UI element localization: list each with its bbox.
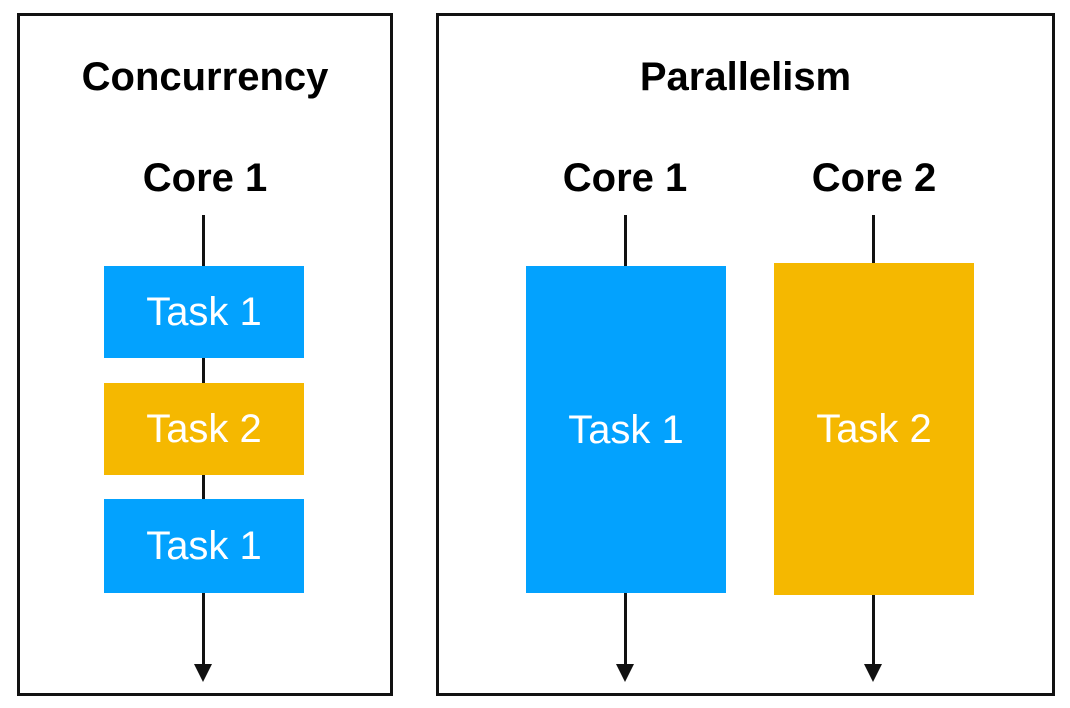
- parallelism-core-1-label: Core 1: [562, 156, 688, 200]
- concurrency-task-1a: Task 1: [104, 266, 304, 358]
- concurrency-task-1b: Task 1: [104, 499, 304, 593]
- concurrency-core-1-label: Core 1: [142, 156, 268, 200]
- parallelism-core-2-arrowhead: [864, 664, 882, 682]
- parallelism-title: Parallelism: [639, 55, 852, 99]
- concurrency-timeline-arrowhead: [194, 664, 212, 682]
- parallelism-core-2-task: Task 2: [774, 263, 974, 595]
- concurrency-title: Concurrency: [81, 55, 329, 99]
- task-label: Task 1: [146, 290, 262, 334]
- parallelism-core-1-arrowhead: [616, 664, 634, 682]
- parallelism-core-2-label: Core 2: [811, 156, 937, 200]
- task-label: Task 2: [146, 407, 262, 451]
- parallelism-core-1-task: Task 1: [526, 266, 726, 593]
- task-label: Task 2: [816, 407, 932, 451]
- concurrency-task-2: Task 2: [104, 383, 304, 475]
- task-label: Task 1: [568, 407, 684, 452]
- task-label: Task 1: [146, 524, 262, 568]
